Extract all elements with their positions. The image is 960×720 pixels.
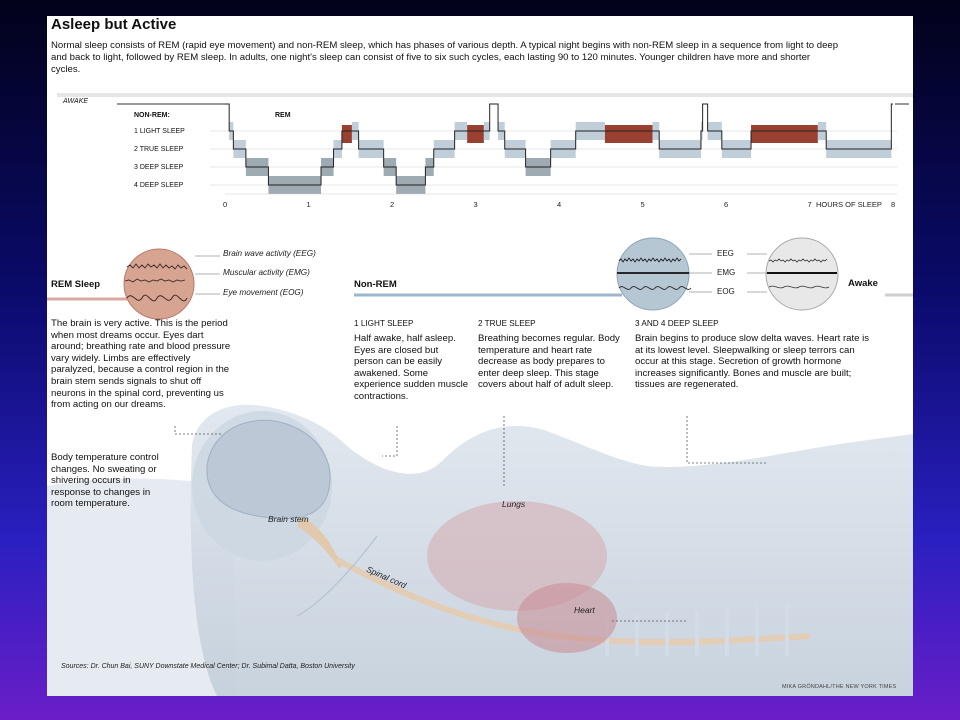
sources-note: Sources: Dr. Chun Bai, SUNY Downstate Me… [61, 663, 355, 670]
rem-eog-label: Eye movement (EOG) [223, 288, 304, 297]
rem-block [604, 125, 653, 143]
stage2-description: Breathing becomes regular. Body temperat… [478, 333, 620, 391]
hour-tick-1: 1 [306, 200, 311, 209]
awake-label: AWAKE [63, 98, 89, 105]
brain-stem-shape [297, 516, 347, 568]
hour-tick-3: 3 [473, 200, 478, 209]
rem-wave-circle [123, 248, 220, 320]
heart-shape [517, 583, 617, 653]
hour-tick-0: 0 [223, 200, 228, 209]
nonrem-label: NON-REM: [134, 112, 170, 119]
brain [206, 419, 331, 520]
awake-emg-label: EMG [717, 268, 736, 277]
stage34-description: Brain begins to produce slow delta waves… [635, 333, 870, 391]
lungs-label: Lungs [502, 499, 526, 509]
hour-tick-4: 4 [557, 200, 562, 209]
stage1-description: Half awake, half asleep. Eyes are closed… [354, 333, 469, 402]
hour-tick-8: 8 [891, 200, 896, 209]
credit-line: MIKA GRÖNDAHL/THE NEW YORK TIMES [782, 684, 897, 690]
awake-section-title: Awake [848, 278, 878, 289]
intro-paragraph: Normal sleep consists of REM (rapid eye … [51, 40, 839, 76]
stage34-title: 3 AND 4 DEEP SLEEP [635, 319, 719, 328]
rem-eeg-label: Brain wave activity (EEG) [223, 249, 316, 258]
rem-block [467, 125, 484, 143]
sleep-hypnogram [57, 93, 913, 195]
rem-description: The brain is very active. This is the pe… [51, 318, 231, 411]
stage-label-2: 2 TRUE SLEEP [134, 146, 184, 153]
rem-section-title: REM Sleep [51, 279, 101, 290]
brain-wave-graphics [47, 237, 913, 320]
brain-stem-label: Brain stem [268, 514, 309, 524]
stage-label-3: 3 DEEP SLEEP [134, 164, 184, 171]
arm-outline [296, 535, 378, 617]
awake-eog-label: EOG [717, 287, 735, 296]
hour-tick-6: 6 [724, 200, 729, 209]
sleeping-body-illustration [47, 404, 913, 696]
stage-label-4: 4 DEEP SLEEP [134, 182, 184, 189]
awake-eeg-label: EEG [717, 249, 734, 258]
stage2-title: 2 TRUE SLEEP [478, 319, 536, 328]
stage1-title: 1 LIGHT SLEEP [354, 319, 414, 328]
rem-leader-line [174, 426, 222, 435]
hour-tick-2: 2 [390, 200, 395, 209]
rem-emg-label: Muscular activity (EMG) [223, 268, 310, 277]
heart-label: Heart [574, 605, 595, 615]
nonrem-section-title: Non-REM [354, 279, 397, 290]
hour-tick-7: 7 [807, 200, 812, 209]
hypnogram-line [225, 103, 893, 186]
hour-tick-5: 5 [640, 200, 645, 209]
awake-wave-circle [747, 237, 839, 311]
infographic-slide: Asleep but Active Normal sleep consists … [47, 16, 913, 696]
rem-block [751, 125, 818, 143]
stage34-leader-line [686, 416, 767, 464]
stage1-leader-line [382, 426, 398, 457]
rem-temperature-note: Body temperature control changes. No swe… [51, 452, 159, 510]
stage-label-1: 1 LIGHT SLEEP [134, 128, 185, 135]
rem-label: REM [275, 112, 291, 119]
nonrem-wave-circle [616, 237, 712, 311]
infographic-title: Asleep but Active [51, 16, 177, 33]
rem-block [341, 125, 352, 143]
hours-axis-label: HOURS OF SLEEP [816, 200, 882, 209]
pillow [47, 478, 237, 696]
